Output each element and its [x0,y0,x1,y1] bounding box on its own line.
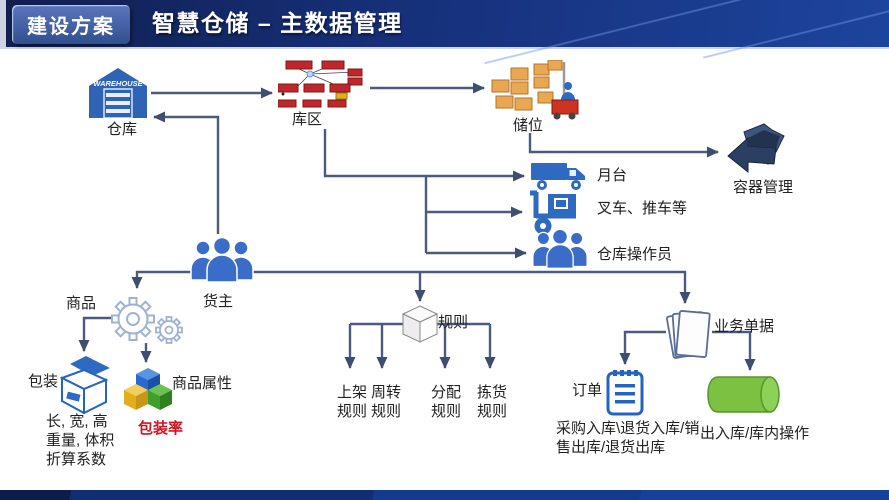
rules-cube-icon [402,305,438,343]
product-label: 商品 [66,295,97,312]
order-types-label: 采购入库\退货入库/销 售出库/退货出库 [556,420,700,456]
rule-turnover-label: 周转 规则 [370,384,401,420]
rule-picking-label: 拣货 规则 [476,384,507,420]
footer-bar [0,490,889,500]
header-edge-decoration [0,0,6,47]
gears-icon [111,297,183,344]
dock-label: 月台 [597,167,628,184]
packaging-icon [59,356,110,414]
warehouse-ops-label: 出入库/库内操作 [700,425,810,442]
storage-area-icon [278,60,363,108]
product-attrs-label: 商品属性 [172,375,233,392]
order-icon [606,370,644,416]
rule-shelving-label: 上架 规则 [336,384,367,420]
warehouse-icon-text: WAREHOUSE [93,79,143,88]
section-badge: 建设方案 [12,5,130,44]
container-management-icon [727,123,785,174]
truck-icon [531,163,585,190]
business-docs-icon [666,310,711,359]
container-management-label: 容器管理 [733,179,794,196]
warehouse-label: 仓库 [107,121,138,138]
order-label: 订单 [572,382,603,399]
hand-truck-icon [530,190,576,235]
operator-label: 仓库操作员 [597,246,673,263]
storage-area-label: 库区 [292,111,323,128]
storage-bin-label: 储位 [513,117,544,134]
storage-bin-icon [491,60,579,120]
rules-label: 规则 [438,314,469,331]
product-attrs-icon [124,368,172,410]
warehouse-icon: WAREHOUSE [89,68,147,118]
packing-rate-label: 包装率 [138,420,184,437]
cargo-owner-icon [190,236,254,283]
dimensions-label: 长, 宽, 高 重量, 体积 折算系数 [46,413,115,468]
carts-label: 叉车、推车等 [597,200,688,217]
cargo-owner-label: 货主 [203,293,234,310]
warehouse-ops-cylinder-icon [707,376,780,413]
rule-allocation-label: 分配 规则 [430,384,461,420]
business-docs-label: 业务单据 [714,318,775,335]
slide-header: 建设方案 智慧仓储 – 主数据管理 [0,0,889,64]
packaging-label: 包装 [28,373,59,390]
operator-icon [532,228,588,269]
page-title: 智慧仓储 – 主数据管理 [152,10,403,36]
